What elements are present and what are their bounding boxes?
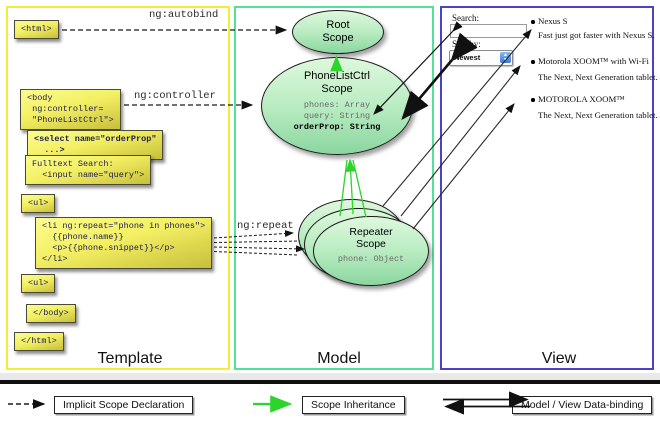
phone-item-desc: Fast just got faster with Nexus S.: [538, 30, 655, 40]
divider-band: [0, 373, 660, 380]
code-body-close: </body>: [26, 304, 76, 324]
ctrl-prop-query: query: String: [303, 110, 371, 121]
label-ng-autobind: ng:autobind: [149, 9, 219, 21]
dropdown-stepper-icon: ▲▼: [500, 52, 511, 63]
sort-label: Sort by:: [452, 39, 481, 49]
bullet-icon: [531, 98, 535, 102]
bullet-icon: [531, 60, 535, 64]
code-body-open: <body ng:controller= "PhoneListCtrl">: [20, 89, 121, 131]
repeater-scope-title: Repeater Scope: [349, 226, 393, 251]
phonelistctrl-scope-ellipse: PhoneListCtrl Scope phones: Array query:…: [261, 57, 413, 155]
search-input[interactable]: [450, 24, 527, 38]
ctrl-prop-orderprop: orderProp: String: [293, 121, 381, 132]
legend-divider-line: [0, 380, 660, 384]
phone-item-desc: The Next, Next Generation tablet.: [538, 110, 658, 120]
code-fulltext-search: Fulltext Search: <input name="query">: [25, 155, 152, 186]
phone-item-title: Motorola XOOM™ with Wi-Fi: [538, 56, 649, 66]
search-label: Search:: [452, 13, 479, 23]
code-ul-open: <ul>: [21, 194, 56, 214]
legend-scope-inheritance: Scope Inheritance: [302, 396, 405, 414]
legend-implicit-scope: Implicit Scope Declaration: [54, 396, 194, 414]
code-html-close: </html>: [14, 332, 64, 352]
bullet-icon: [531, 20, 535, 24]
view-column-label: View: [541, 350, 577, 367]
repeater-prop-phone: phone: Object: [337, 254, 405, 265]
sort-dropdown[interactable]: Newest ▲▼: [449, 50, 513, 66]
label-ng-controller: ng:controller: [134, 90, 216, 102]
legend-data-binding: Model / View Data-binding: [512, 396, 653, 414]
model-column-label: Model: [317, 350, 361, 367]
phone-item-desc: The Next, Next Generation tablet.: [538, 72, 658, 82]
root-scope-title: Root Scope: [322, 19, 354, 44]
ctrl-scope-title: PhoneListCtrl Scope: [303, 70, 371, 95]
label-ng-repeat: ng:repeat: [237, 220, 294, 232]
code-html-open: <html>: [14, 20, 59, 40]
code-li-repeat: <li ng:repeat="phone in phones"> {{phone…: [35, 217, 213, 270]
repeater-scope-ellipse-front: Repeater Scope phone: Object: [313, 216, 429, 286]
ctrl-prop-phones: phones: Array: [303, 100, 371, 111]
code-ul-close: <ul>: [21, 274, 56, 294]
template-column-label: Template: [97, 350, 163, 367]
sort-dropdown-value: Newest: [454, 53, 481, 62]
root-scope-ellipse: Root Scope: [292, 10, 384, 54]
phone-item-title: Nexus S: [538, 16, 568, 26]
phone-item-title: MOTOROLA XOOM™: [538, 94, 625, 104]
